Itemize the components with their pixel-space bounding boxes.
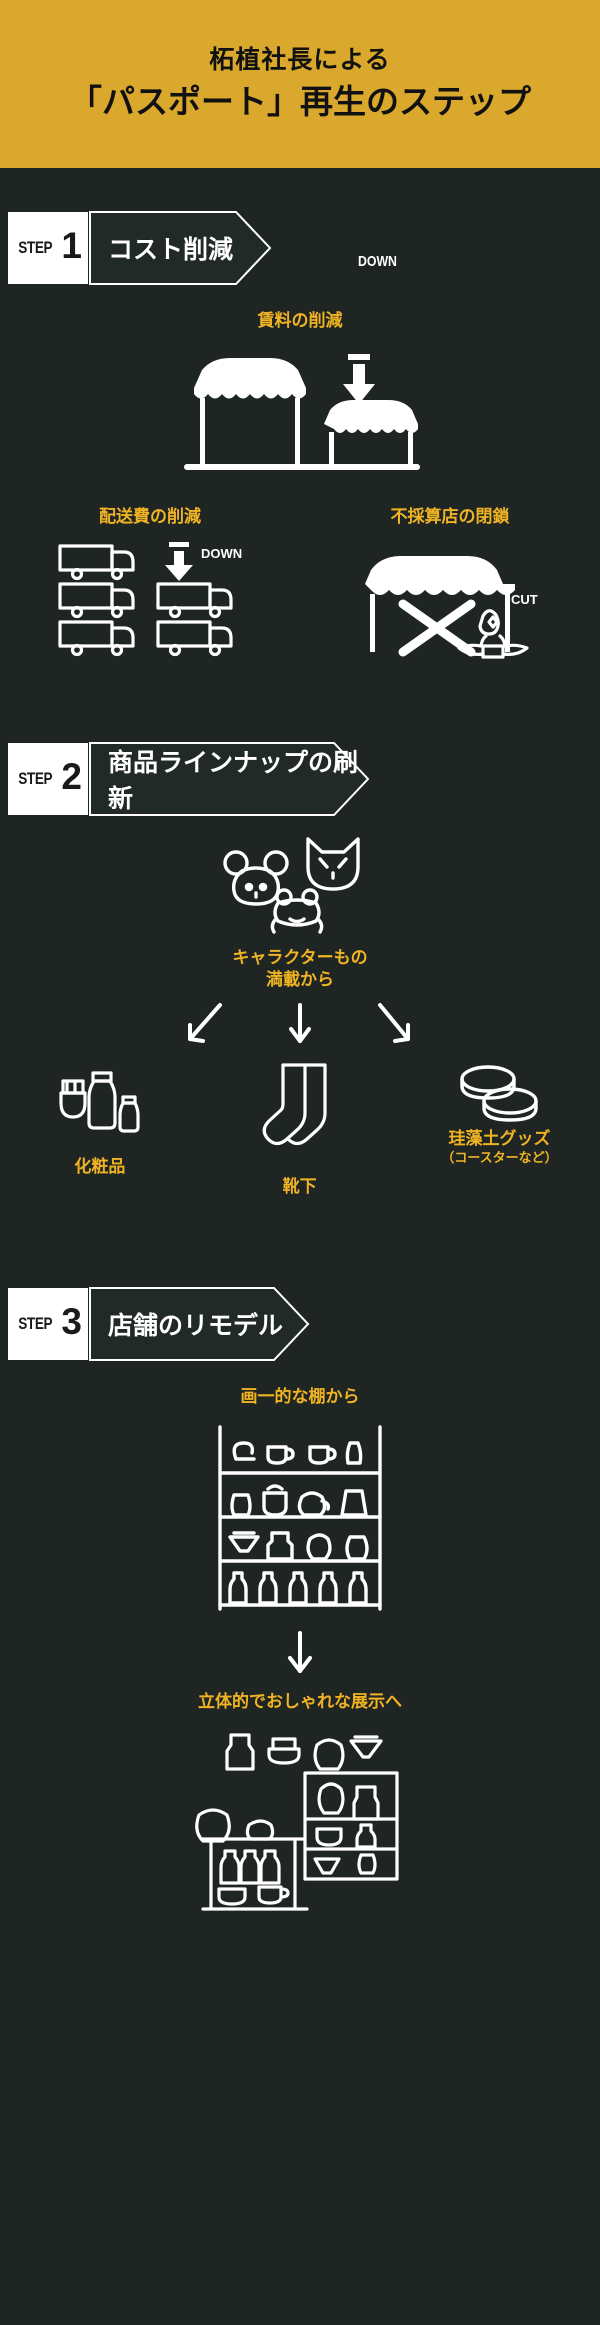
step-3-title: 店舗のリモデル (108, 1312, 284, 1341)
page-title: 「パスポート」再生のステップ (69, 83, 531, 121)
rent-reduction-illustration (184, 354, 420, 471)
step-1-arrow-shape (89, 211, 272, 285)
product-coaster-label: 珪藻土グッズ (448, 1129, 551, 1149)
delivery-cost-block: 配送費の削減 (0, 506, 300, 657)
coaster-icon (460, 1065, 539, 1123)
character-icons (223, 837, 360, 934)
cosmetics-icon (59, 1071, 140, 1133)
uniform-shelf-icon (218, 1424, 382, 1611)
step-1-banner: STEP 1 コスト削減 (8, 211, 600, 285)
product-cosmetics-label: 化粧品 (74, 1157, 126, 1177)
step-2-title: 商品ラインナップの刷新 (108, 749, 359, 814)
down-arrow-icon (288, 1630, 312, 1673)
step-word-label: STEP (18, 238, 53, 257)
socks-icon (262, 1063, 327, 1146)
step-1-badge: STEP 1 (8, 212, 88, 284)
store-closure-illustration: CUT (365, 556, 538, 659)
step-2-badge: STEP 2 (8, 743, 88, 816)
step-2-section: STEP 2 商品ラインナップの刷新 (0, 657, 600, 1198)
mouse-icon (223, 850, 289, 906)
cat-icon (306, 837, 360, 891)
frog-icon (270, 888, 324, 934)
page-header: 柘植社長による 「パスポート」再生のステップ (0, 0, 600, 168)
step-number-label: 2 (61, 755, 82, 797)
step-word-label: STEP (18, 769, 53, 789)
step-2-arrow-shape (89, 742, 370, 817)
step-3-badge: STEP 3 (8, 1288, 88, 1361)
step-number-label: 3 (61, 1300, 82, 1342)
product-cosmetics: 化粧品 (0, 1059, 200, 1198)
step-word-label: STEP (18, 1314, 53, 1334)
step-1-title: コスト削減 (108, 236, 234, 264)
character-from-label: キャラクターもの 満載から (232, 948, 368, 990)
store-closure-block: 不採算店の閉鎖 (300, 506, 600, 659)
product-coaster-sublabel: （コースターなど） (441, 1150, 558, 1166)
transition-arrows (188, 1003, 410, 1044)
step-1-section: STEP 1 コスト削減 賃料の削減 (0, 168, 600, 659)
delivery-cost-caption: 配送費の削減 (99, 507, 201, 527)
store-closure-cut-badge: CUT (511, 592, 538, 607)
rent-down-badge: DOWN (358, 253, 397, 271)
step-3-arrow-shape (89, 1287, 310, 1362)
step-2-banner: STEP 2 商品ラインナップの刷新 (8, 742, 600, 817)
product-coaster: 珪藻土グッズ （コースターなど） (400, 1059, 600, 1198)
shelf-after-label: 立体的でおしゃれな展示へ (198, 1691, 402, 1711)
shelf-before-label: 画一的な棚から (240, 1387, 360, 1407)
step-3-section: STEP 3 店舗のリモデル 画一的な棚から (0, 1198, 600, 1928)
store-closure-caption: 不採算店の閉鎖 (390, 507, 510, 527)
product-socks: 靴下 (200, 1059, 400, 1198)
styled-display-icon (195, 1733, 399, 1911)
step-number-label: 1 (61, 224, 82, 266)
step-3-banner: STEP 3 店舗のリモデル (8, 1287, 600, 1362)
product-socks-label: 靴下 (282, 1177, 317, 1197)
delivery-down-badge: DOWN (201, 546, 242, 561)
trucks-illustration: DOWN (58, 542, 242, 657)
rent-reduction-caption: 賃料の削減 (257, 311, 343, 330)
header-subtitle: 柘植社長による (209, 45, 391, 74)
